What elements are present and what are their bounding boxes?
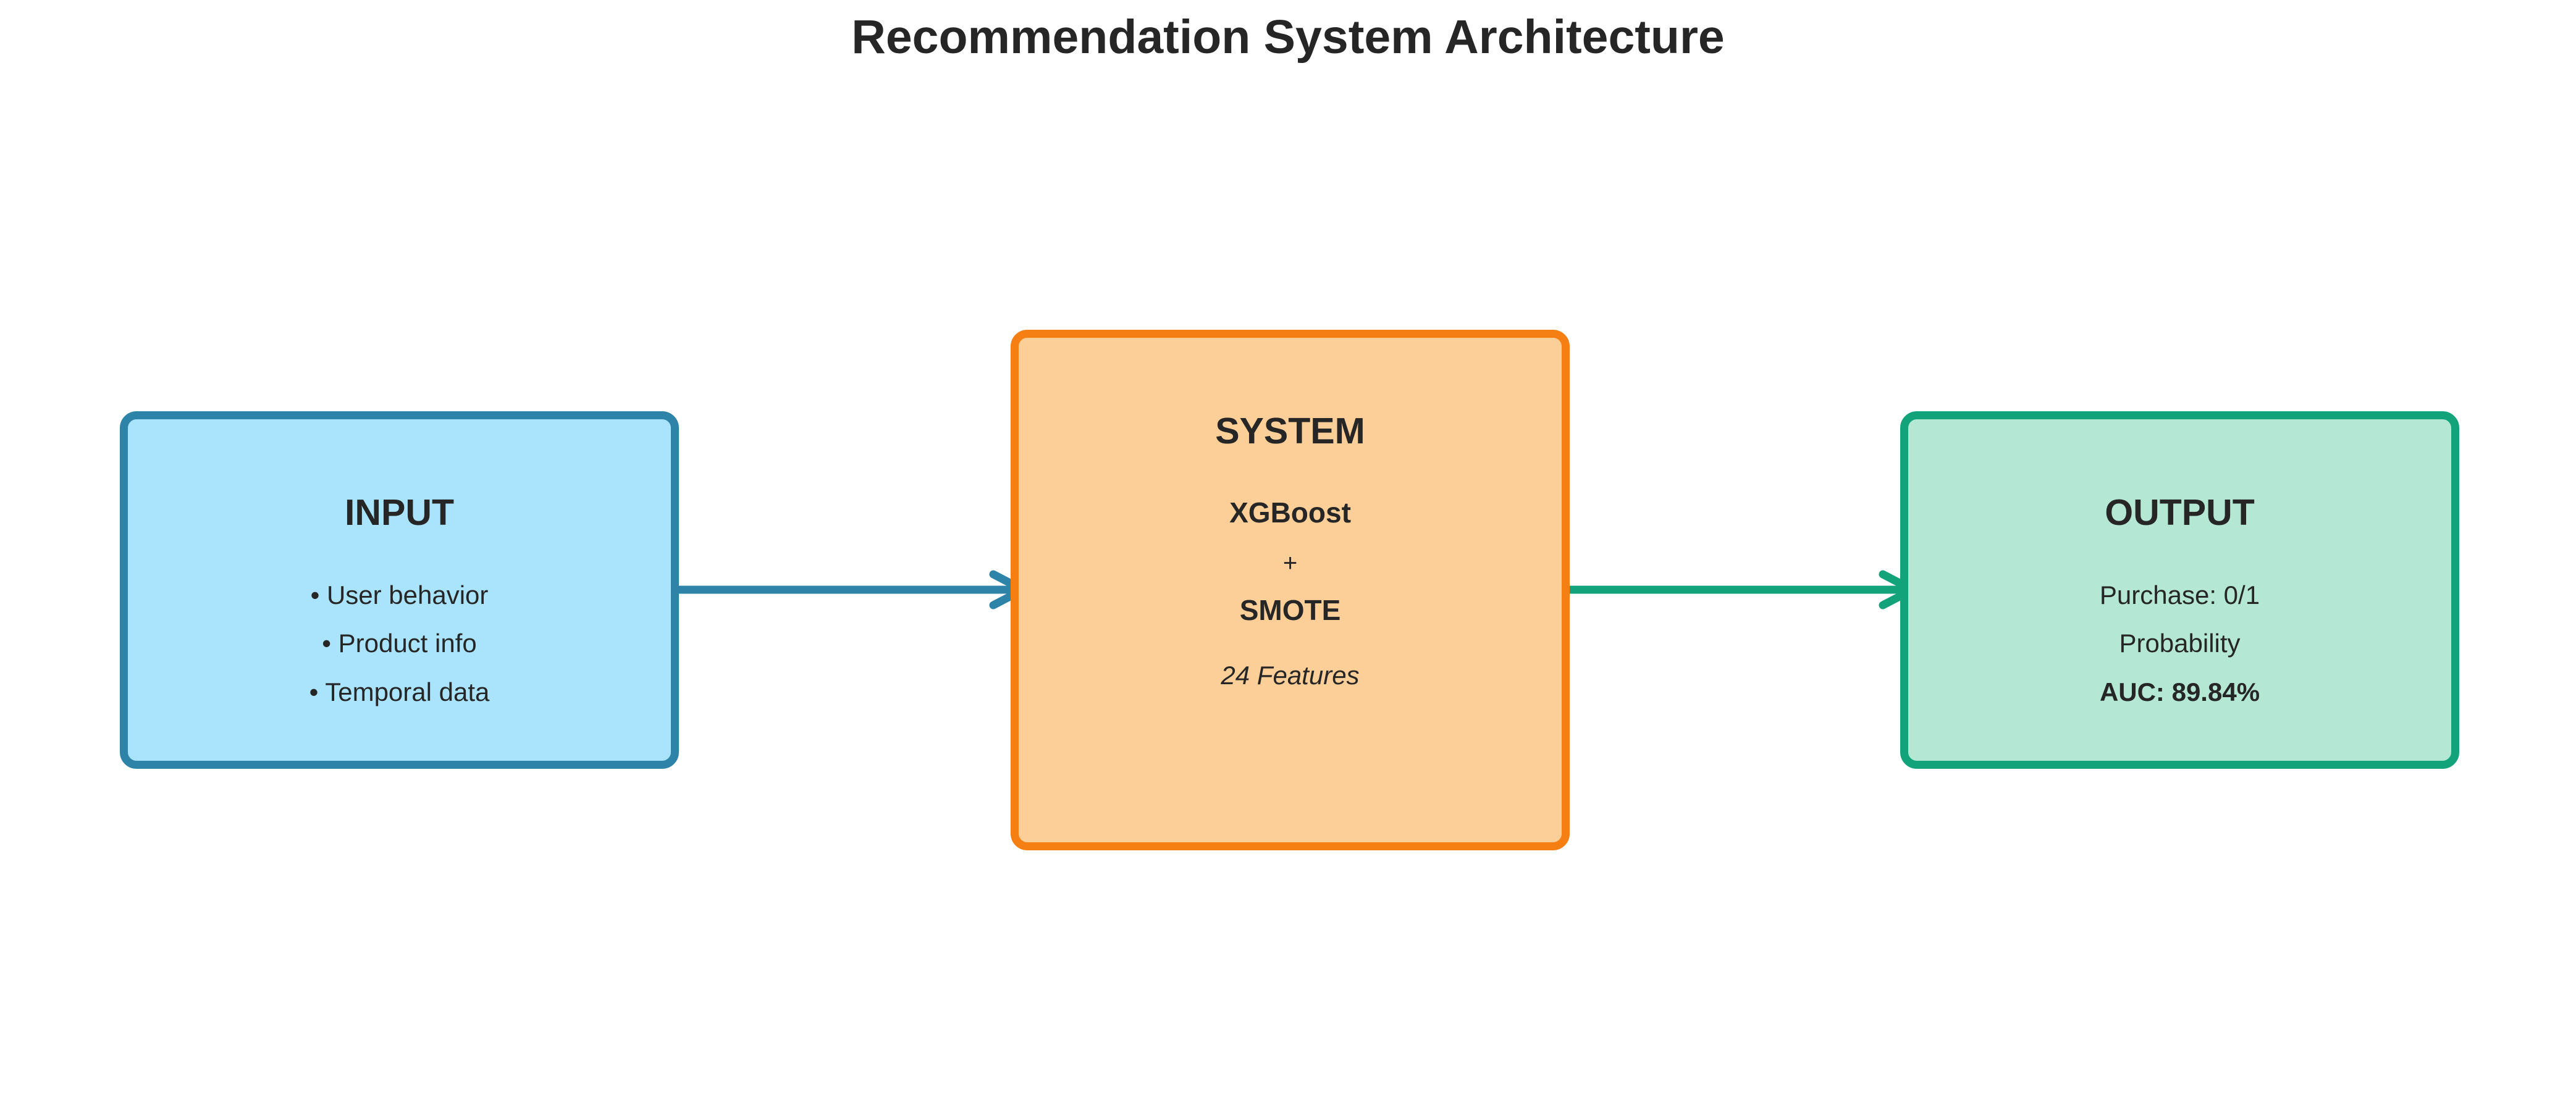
input-heading: INPUT xyxy=(345,492,454,533)
arrow-system-to-output xyxy=(1544,570,1917,609)
input-item-user-behavior: • User behavior xyxy=(310,580,489,609)
system-sampling-label: SMOTE xyxy=(1239,594,1341,626)
output-item-probability: Probability xyxy=(2119,629,2241,658)
system-features-label: 24 Features xyxy=(1221,661,1360,690)
output-box: OUTPUT Purchase: 0/1 Probability AUC: 89… xyxy=(1900,411,2459,769)
output-item-purchase: Purchase: 0/1 xyxy=(2099,580,2260,609)
input-item-product-info: • Product info xyxy=(322,629,477,658)
system-box: SYSTEM XGBoost + SMOTE 24 Features xyxy=(1011,330,1570,850)
arrow-input-to-system xyxy=(653,570,1027,609)
output-heading: OUTPUT xyxy=(2105,492,2255,533)
output-metric-auc: AUC: 89.84% xyxy=(2099,677,2260,706)
system-model-label: XGBoost xyxy=(1229,496,1351,529)
diagram-title: Recommendation System Architecture xyxy=(851,10,1725,64)
system-plus-sign: + xyxy=(1282,550,1298,577)
input-item-temporal-data: • Temporal data xyxy=(309,677,490,706)
input-box: INPUT • User behavior • Product info • T… xyxy=(120,411,679,769)
system-heading: SYSTEM xyxy=(1215,411,1365,451)
